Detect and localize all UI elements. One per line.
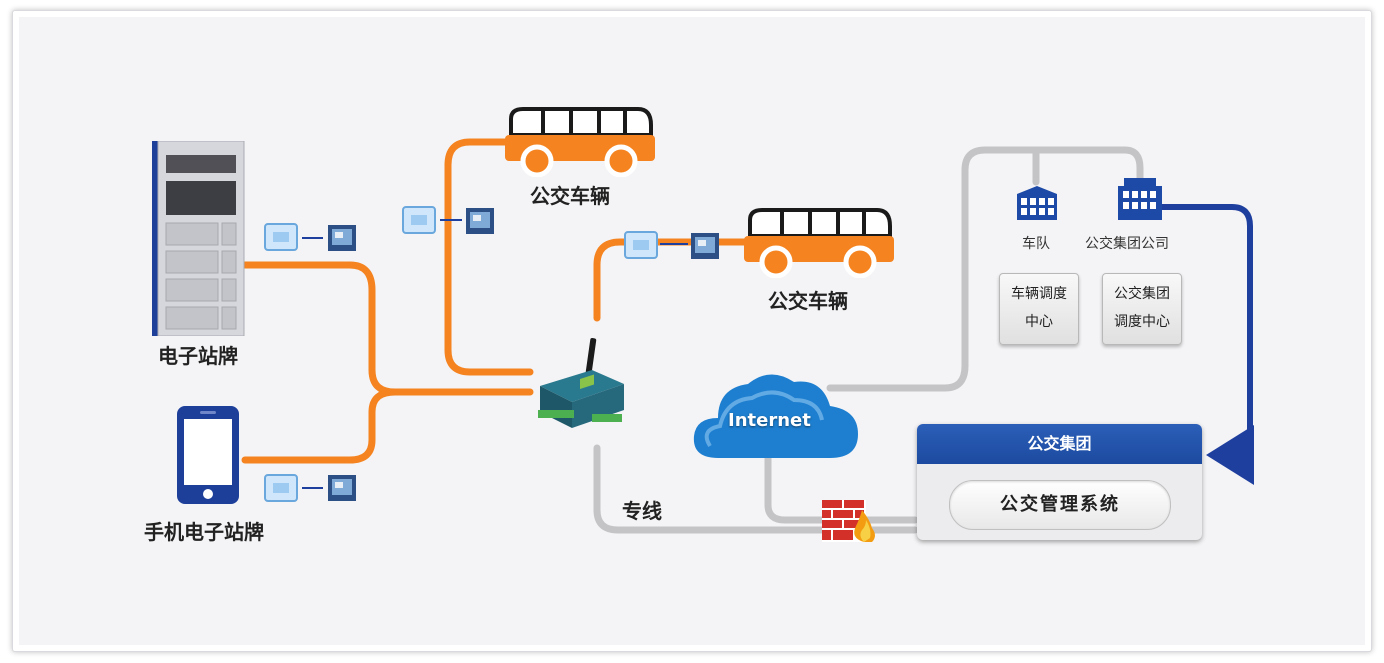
module-arrows	[302, 219, 688, 489]
chip-icon	[402, 206, 436, 234]
building-icon	[1017, 186, 1057, 220]
dedicated-line-label: 专线	[622, 499, 662, 523]
e-station-icon	[152, 141, 245, 336]
chip-icon	[264, 223, 298, 251]
bus-company-label: 公交集团公司	[1085, 236, 1169, 252]
bus-icon	[744, 208, 894, 278]
bus-mid-label: 公交车辆	[768, 289, 848, 313]
phone-icon	[177, 406, 239, 504]
orange-links	[241, 138, 749, 464]
bus-group-header: 公交集团	[917, 424, 1202, 464]
building-icon	[1118, 178, 1162, 220]
blue-link	[1162, 204, 1254, 485]
group-dispatch-line1: 公交集团	[1114, 286, 1170, 302]
module-icon	[691, 233, 719, 259]
vehicle-dispatch-box: 车辆调度 中心	[999, 273, 1079, 345]
internet-label: Internet	[728, 410, 811, 431]
cloud-icon	[693, 374, 858, 458]
gray-links	[593, 146, 1144, 534]
management-system-button[interactable]: 公交管理系统	[949, 480, 1171, 530]
mobile-station-label: 手机电子站牌	[144, 520, 264, 544]
vehicle-dispatch-line1: 车辆调度	[1011, 286, 1067, 302]
bus-icon	[505, 107, 655, 177]
router-icon	[538, 338, 624, 428]
group-dispatch-line2: 调度中心	[1114, 314, 1170, 330]
vehicle-dispatch-line2: 中心	[1025, 314, 1053, 330]
bus-top-label: 公交车辆	[530, 184, 610, 208]
group-dispatch-box: 公交集团 调度中心	[1102, 273, 1182, 345]
chip-icon	[264, 474, 298, 502]
firewall-icon	[822, 500, 875, 542]
bus-group-panel: 公交集团 公交管理系统	[917, 424, 1202, 540]
chip-icon	[624, 231, 658, 259]
module-icon	[328, 225, 356, 251]
e-station-label: 电子站牌	[158, 344, 238, 368]
module-icon	[466, 208, 494, 234]
fleet-label: 车队	[1022, 236, 1050, 252]
module-icon	[328, 475, 356, 501]
